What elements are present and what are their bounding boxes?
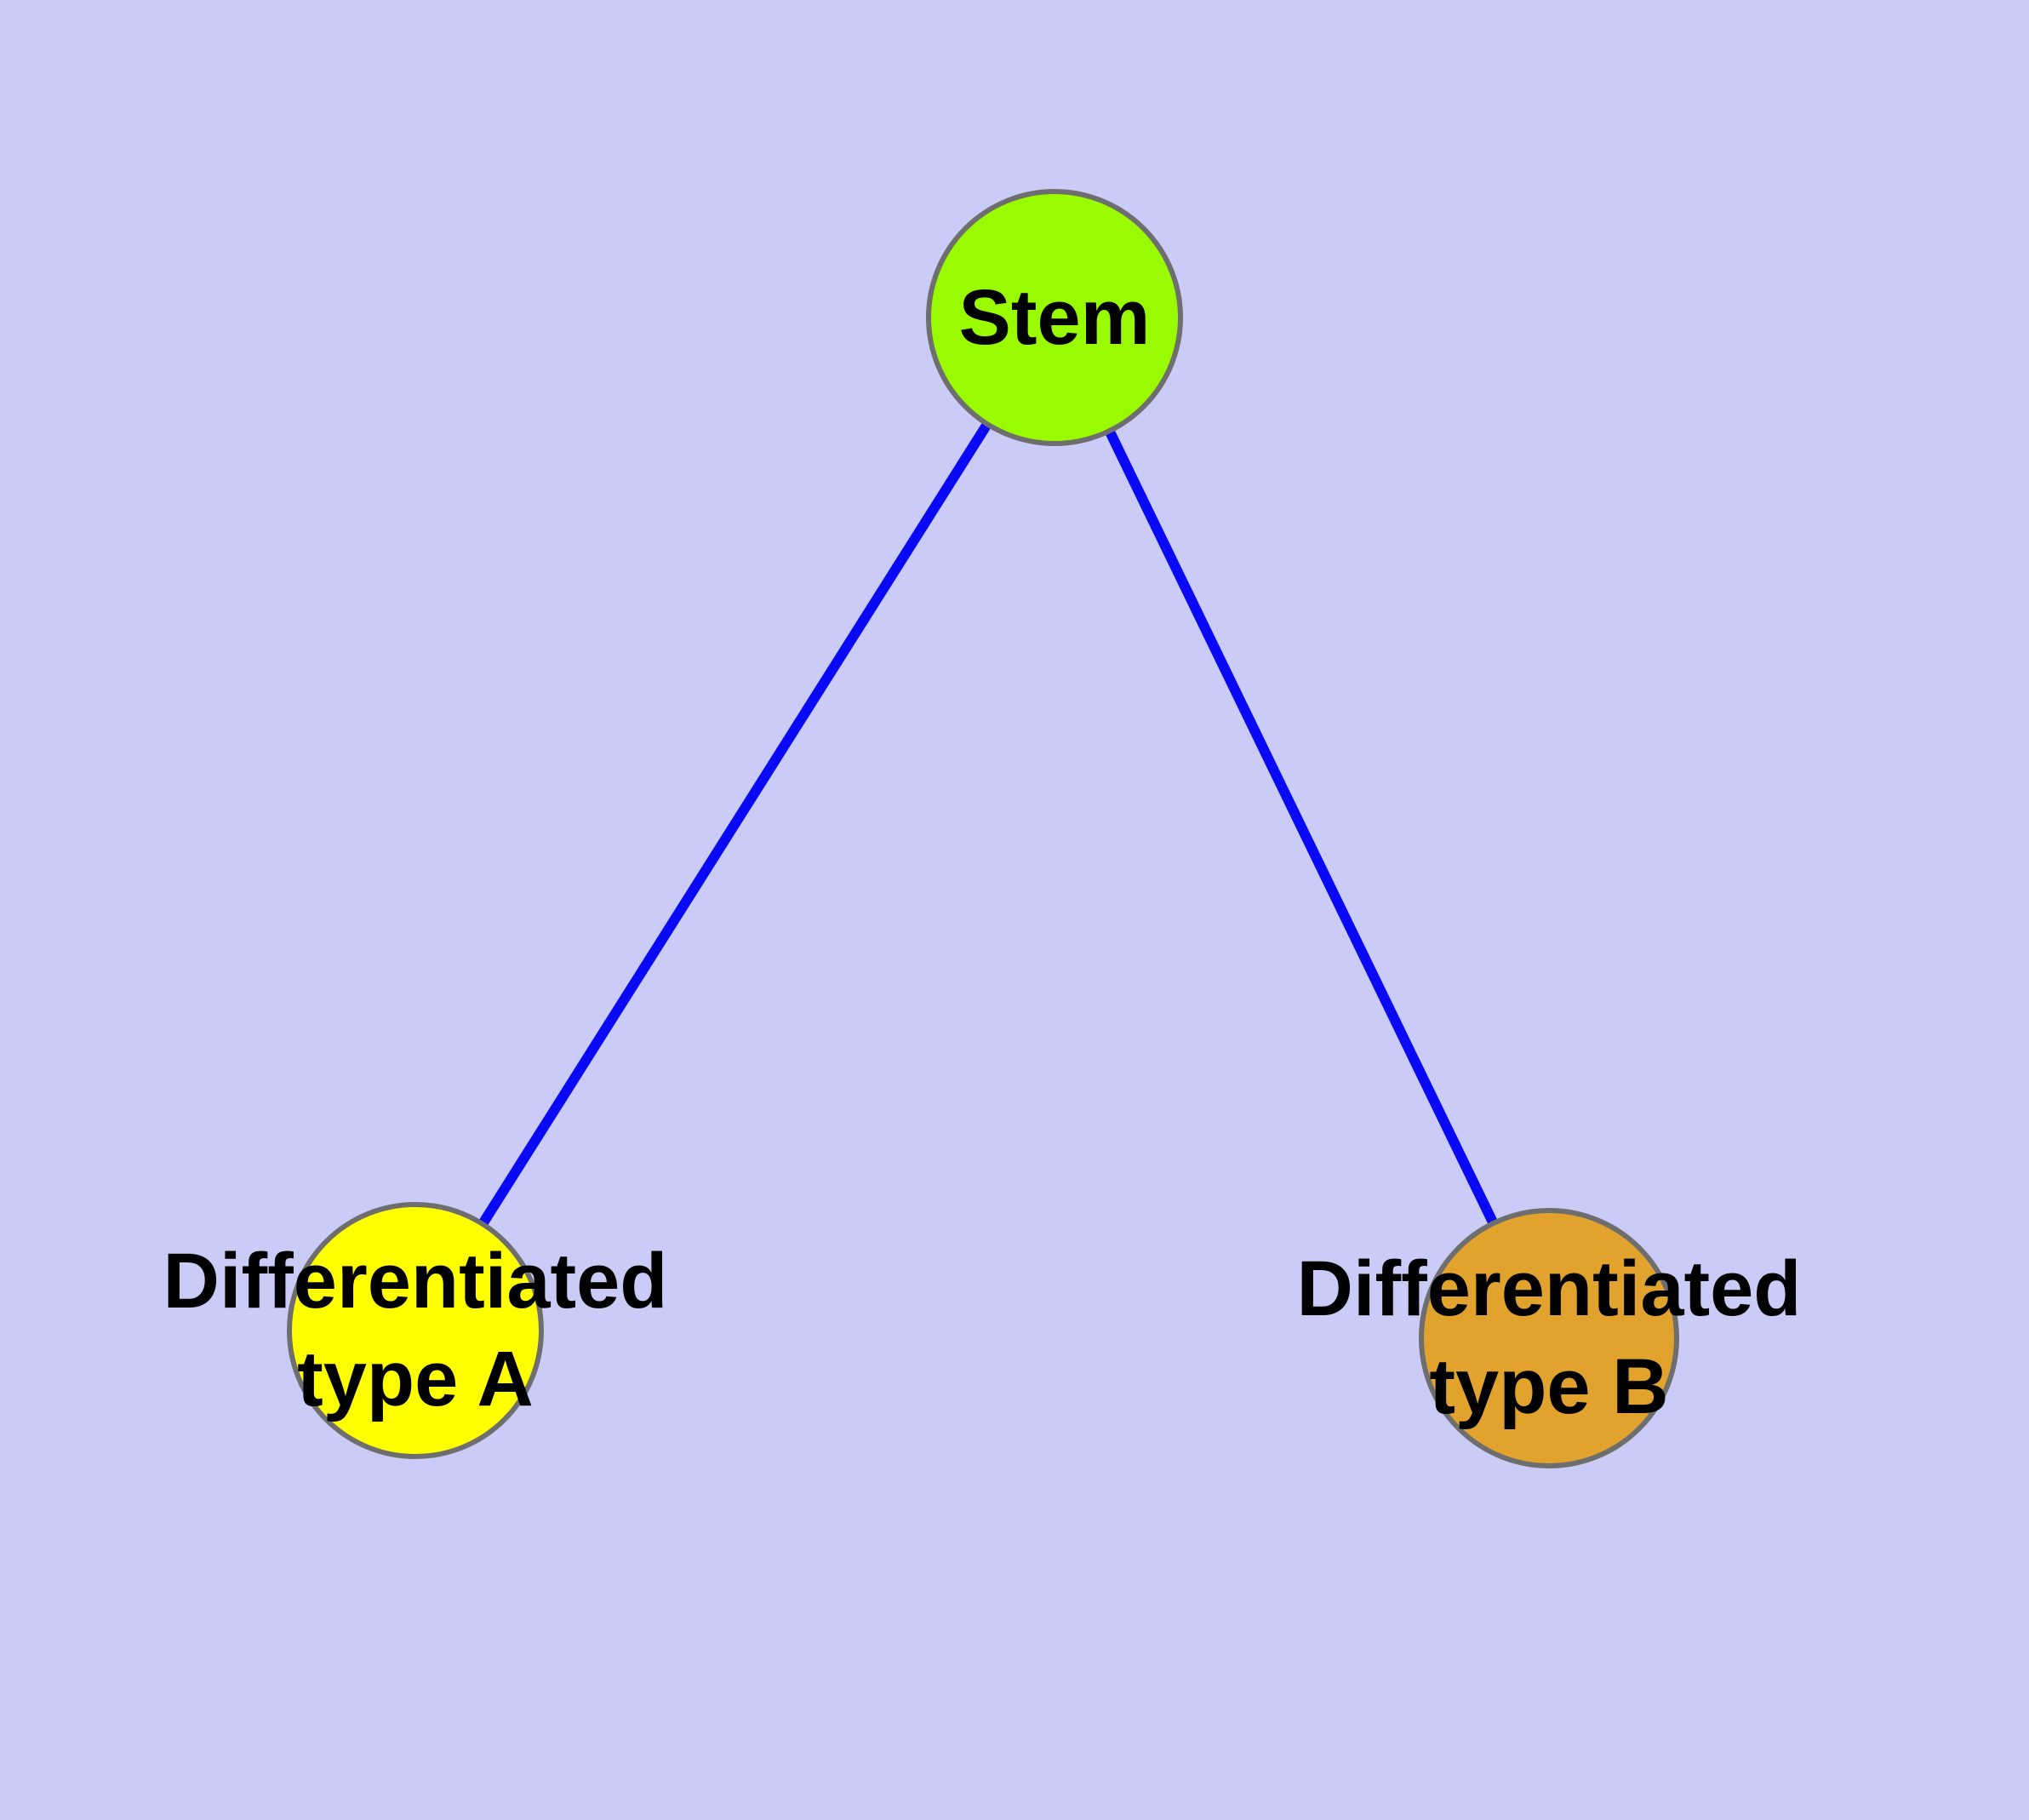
node-stem-label-line: Stem	[958, 273, 1151, 361]
node-differentiated-type-b-label-line-2: type B	[1429, 1343, 1669, 1430]
node-differentiated-type-a-label: Differentiated type A	[163, 1233, 668, 1428]
node-differentiated-type-a: Differentiated type A	[163, 1202, 667, 1459]
node-stem-label: Stem	[959, 269, 1151, 367]
node-stem: Stem	[926, 189, 1183, 446]
node-differentiated-type-a-label-line-2: type A	[297, 1336, 534, 1422]
edge-stem-to-type-a	[410, 314, 1060, 1334]
node-differentiated-type-b-label: Differentiated type B	[1297, 1240, 1802, 1436]
edge-stem-to-type-b	[1049, 315, 1554, 1341]
node-differentiated-type-a-label-line-1: Differentiated	[163, 1238, 668, 1325]
node-differentiated-type-b: Differentiated type B	[1297, 1208, 1801, 1468]
node-differentiated-type-b-label-line-1: Differentiated	[1296, 1245, 1802, 1332]
